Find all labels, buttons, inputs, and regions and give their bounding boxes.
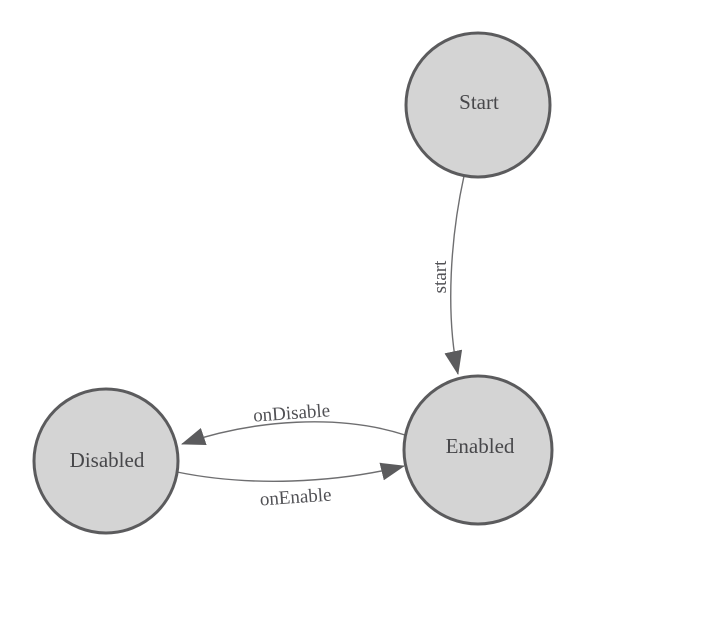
- state-circle-enabled[interactable]: [402, 374, 554, 526]
- state-circle-start[interactable]: [404, 31, 552, 179]
- transition-onenable-label: onEnable: [259, 485, 332, 511]
- transition-ondisable-label: onDisable: [252, 400, 330, 426]
- transition-start-label: start: [430, 260, 451, 293]
- transition-start: start: [430, 175, 465, 375]
- transition-onenable-line: [176, 462, 405, 482]
- state-circle-disabled[interactable]: [32, 387, 180, 535]
- state-node-enabled[interactable]: Enabled: [402, 374, 554, 526]
- transition-ondisable-line: [181, 421, 406, 446]
- transition-onenable: onEnable: [176, 462, 405, 511]
- state-node-start[interactable]: Start: [404, 31, 552, 179]
- state-node-disabled[interactable]: Disabled: [32, 387, 180, 535]
- state-label-disabled: Disabled: [70, 448, 145, 472]
- state-label-start: Start: [459, 90, 499, 114]
- state-label-enabled: Enabled: [446, 434, 515, 458]
- transition-ondisable: onDisable: [181, 400, 406, 446]
- transition-start-line: [444, 175, 465, 375]
